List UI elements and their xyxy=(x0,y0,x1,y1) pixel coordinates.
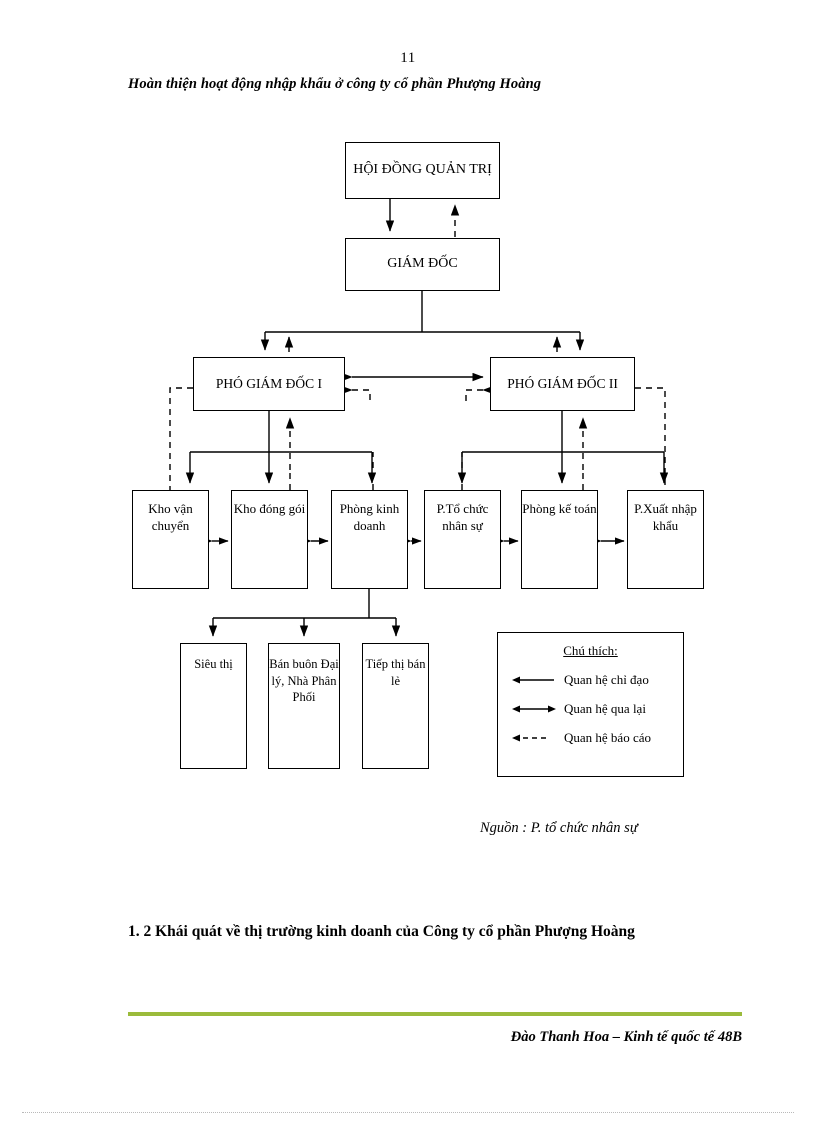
org-node-department: Phòng kế toán xyxy=(521,490,598,589)
org-node-board-label: HỘI ĐỒNG QUẢN TRỊ xyxy=(353,162,492,178)
org-node-department-label: P.Tổ chức nhân sự xyxy=(436,501,489,534)
org-node-deputy-1-label: PHÓ GIÁM ĐỐC I xyxy=(215,376,323,392)
legend-item: Quan hệ chỉ đạo xyxy=(498,672,683,688)
org-node-board: HỘI ĐỒNG QUẢN TRỊ xyxy=(345,142,500,199)
footer-text: Đào Thanh Hoa – Kinh tế quốc tế 48B xyxy=(510,1029,742,1045)
org-node-deputy-2-label: PHÓ GIÁM ĐỐC II xyxy=(507,376,618,392)
legend: Chú thích: Quan hệ chỉ đạo xyxy=(497,632,684,777)
org-node-department: P.Xuất nhập khẩu xyxy=(627,490,704,589)
org-node-department-label: P.Xuất nhập khẩu xyxy=(634,501,697,534)
legend-item-label: Quan hệ chỉ đạo xyxy=(564,672,649,687)
org-node-department: P.Tổ chức nhân sự xyxy=(424,490,501,589)
org-node-department-label: Kho vận chuyển xyxy=(148,501,193,534)
dashed-arrow-left-icon xyxy=(510,732,558,744)
footer-divider xyxy=(128,1012,742,1016)
org-node-sales-channel: Tiếp thị bán lẻ xyxy=(362,643,429,769)
legend-item-label: Quan hệ báo cáo xyxy=(564,730,651,745)
document-running-header: Hoàn thiện hoạt động nhập khẩu ở công ty… xyxy=(128,76,542,92)
double-arrow-icon xyxy=(510,703,558,715)
section-heading: 1. 2 Khái quát về thị trường kinh doanh … xyxy=(128,923,635,940)
org-node-department: Phòng kinh doanh xyxy=(331,490,408,589)
page-number: 11 xyxy=(400,50,416,66)
org-node-sales-channel-label: Bán buôn Đại lý, Nhà Phân Phối xyxy=(269,657,339,704)
org-node-department-label: Kho đóng gói xyxy=(233,501,306,516)
org-node-director-label: GIÁM ĐỐC xyxy=(387,256,458,272)
source-note: Nguồn : P. tổ chức nhân sự xyxy=(480,820,638,836)
org-node-deputy-2: PHÓ GIÁM ĐỐC II xyxy=(490,357,635,411)
page-bottom-dotted-line xyxy=(22,1112,794,1114)
org-node-department-label: Phòng kinh doanh xyxy=(339,501,400,534)
org-node-department-label: Phòng kế toán xyxy=(522,501,597,516)
org-node-sales-channel: Bán buôn Đại lý, Nhà Phân Phối xyxy=(268,643,340,769)
org-node-director: GIÁM ĐỐC xyxy=(345,238,500,291)
single-arrow-left-icon xyxy=(510,674,558,686)
org-node-sales-channel: Siêu thị xyxy=(180,643,247,769)
org-node-department: Kho đóng gói xyxy=(231,490,308,589)
org-node-deputy-1: PHÓ GIÁM ĐỐC I xyxy=(193,357,345,411)
legend-item-label: Quan hệ qua lại xyxy=(564,701,646,716)
legend-item: Quan hệ báo cáo xyxy=(498,730,683,746)
legend-title: Chú thích: xyxy=(563,643,618,658)
legend-item: Quan hệ qua lại xyxy=(498,701,683,717)
org-node-department: Kho vận chuyển xyxy=(132,490,209,589)
org-node-sales-channel-label: Siêu thị xyxy=(194,657,233,671)
org-node-sales-channel-label: Tiếp thị bán lẻ xyxy=(365,657,426,688)
